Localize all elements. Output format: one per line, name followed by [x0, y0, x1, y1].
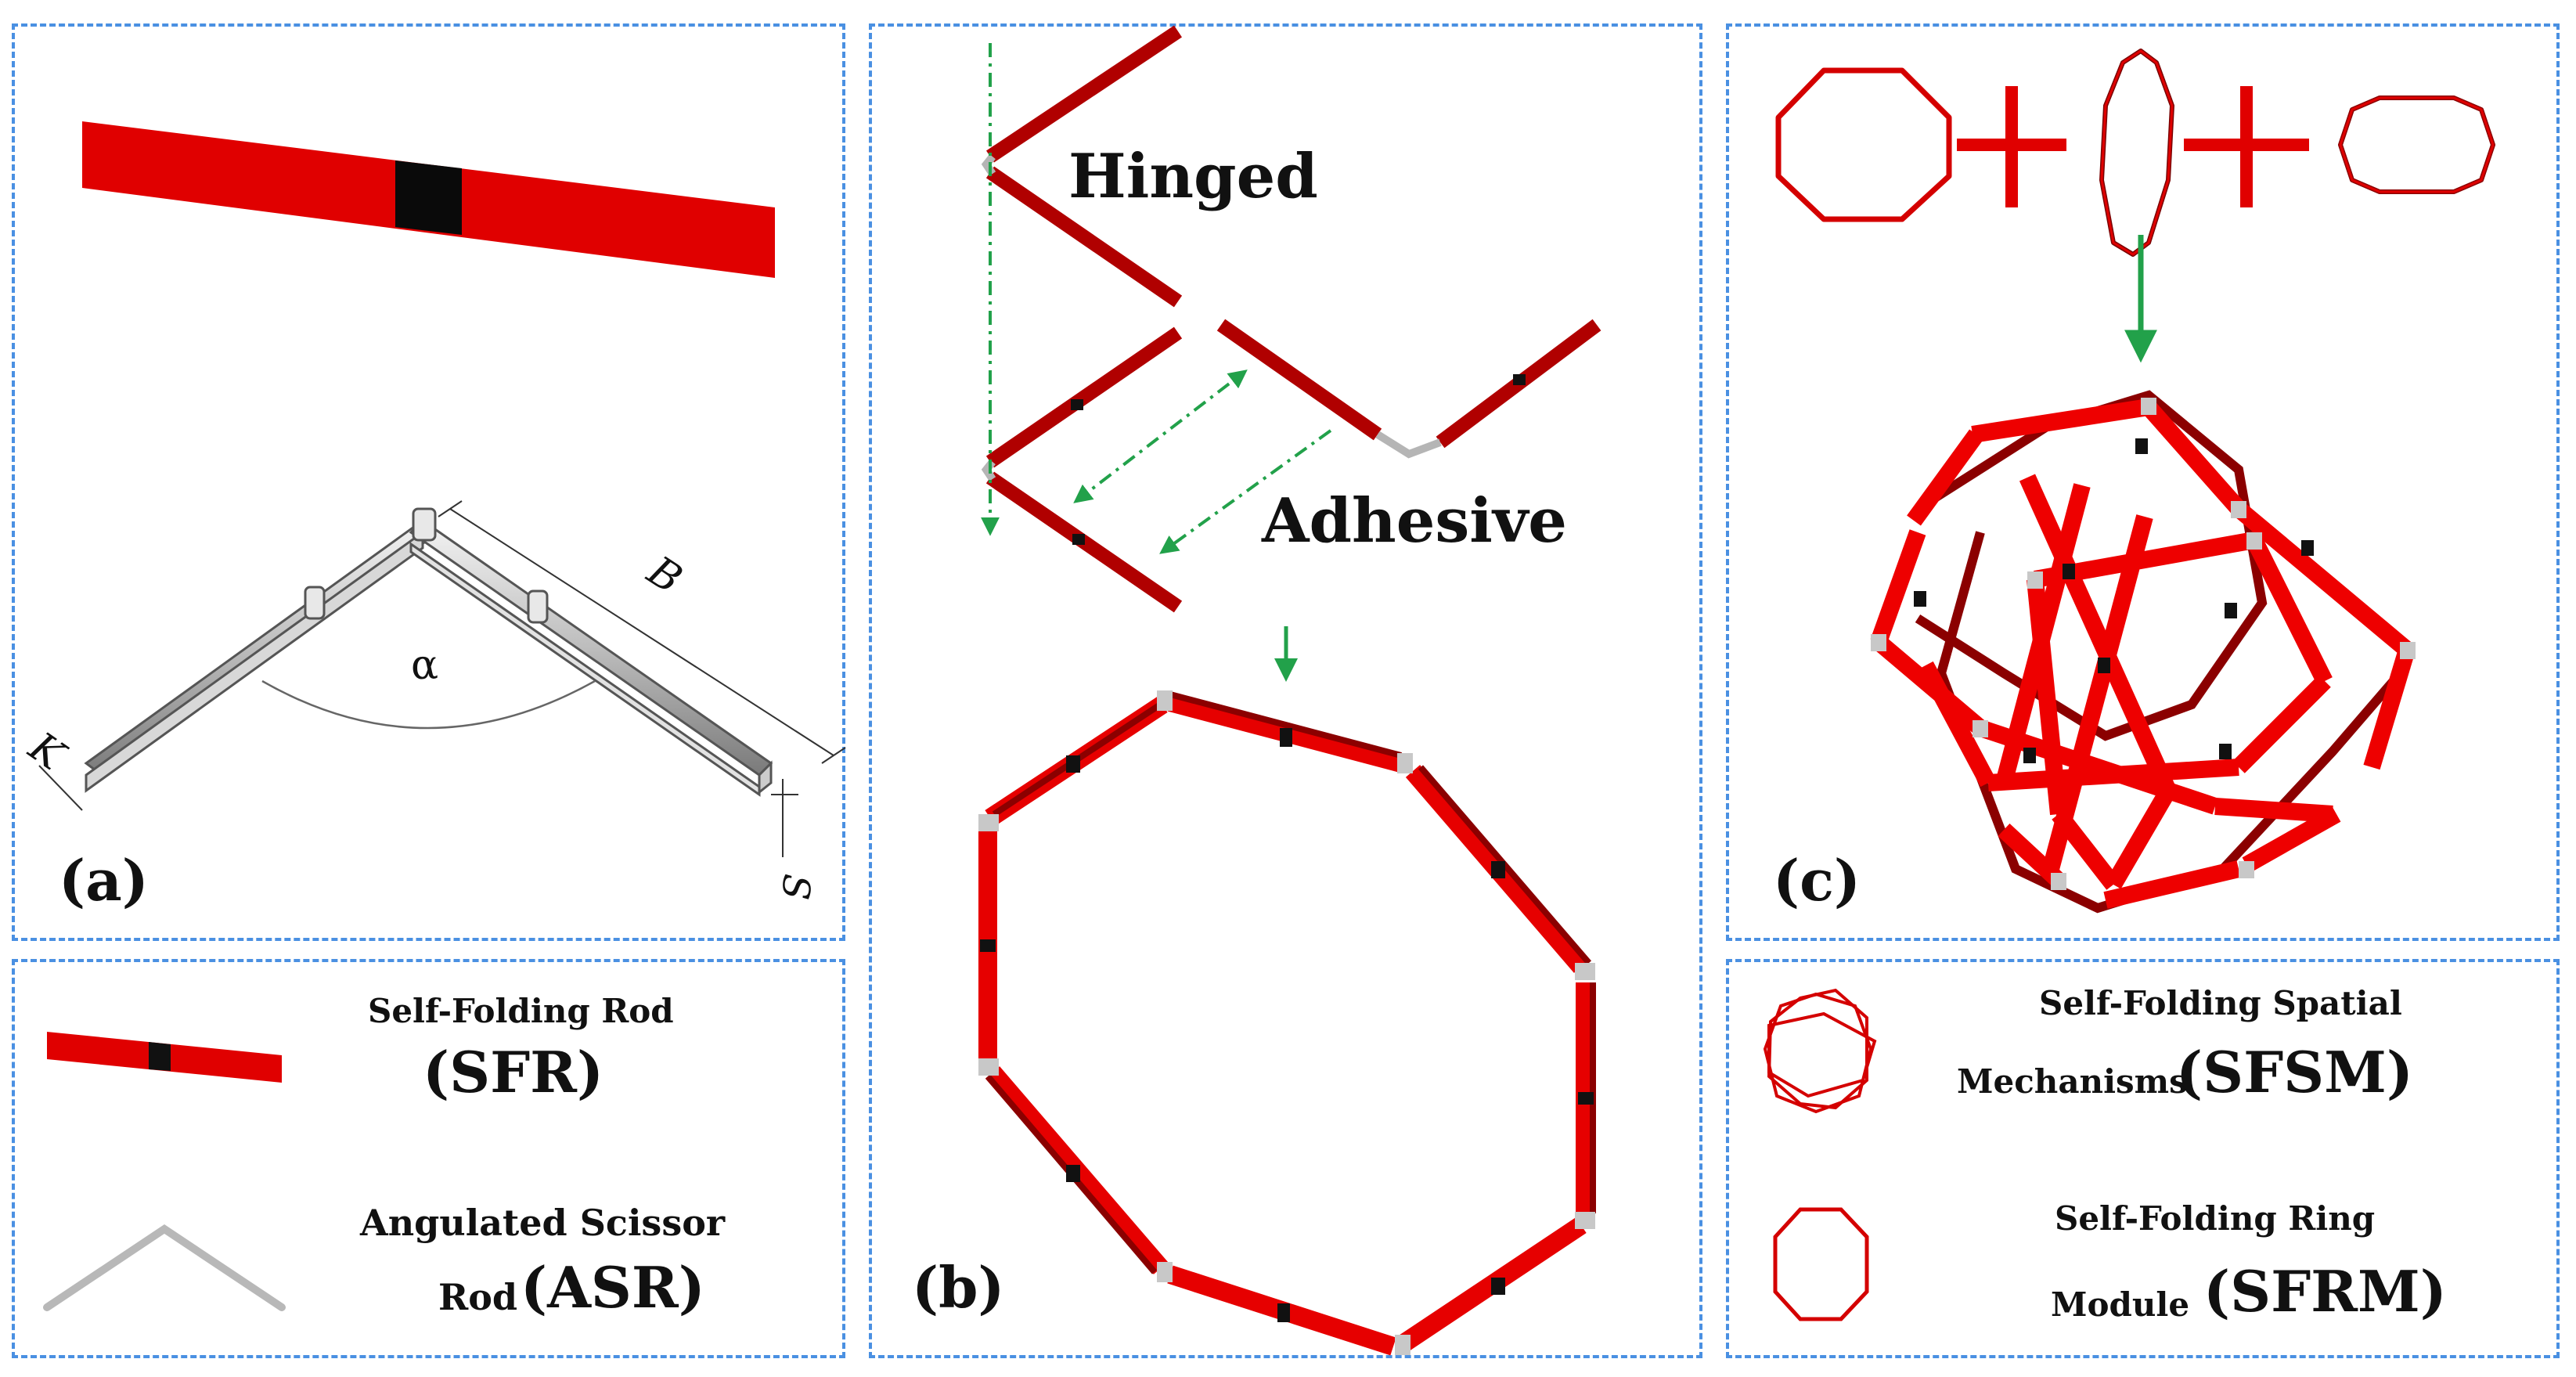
octagon-ring: [978, 690, 1596, 1356]
c-top-row: [1775, 49, 2495, 257]
sfsm-assembly: [1870, 390, 2416, 914]
asr-legend-line2: Rod: [438, 1276, 518, 1318]
sfr-icon: [47, 1032, 282, 1083]
panel-c-tag: (c): [1773, 847, 1861, 914]
sfrm-legend-abbr: (SFRM): [2203, 1258, 2447, 1325]
asr-legend-abbr: (ASR): [521, 1254, 705, 1321]
adhesive-chain: [981, 319, 1601, 613]
sfrm-legend-line2: Module: [2051, 1285, 2190, 1324]
sfr-legend-abbr: (SFR): [423, 1039, 604, 1105]
sfsm-legend-line1: Self-Folding Spatial: [2039, 984, 2402, 1022]
asr-drawing: [38, 500, 846, 857]
sfrm-icon: [1773, 1207, 1869, 1321]
panel-legend-left: [12, 959, 845, 1358]
sfsm-icon: [1763, 988, 1877, 1114]
s-dim-label: S: [773, 872, 819, 902]
asr-legend-line1: Angulated Scissor: [360, 1202, 726, 1244]
hinged-label: Hinged: [1068, 141, 1318, 212]
sfsm-legend-line2: Mechanisms: [1957, 1062, 2188, 1101]
sfsm-legend-abbr: (SFSM): [2176, 1039, 2413, 1105]
b-arrows: [981, 43, 1332, 554]
sfrm-legend-line1: Self-Folding Ring: [2055, 1199, 2376, 1238]
alpha-label: α: [411, 642, 439, 689]
panel-a-tag: (a): [59, 847, 149, 914]
sfr-rod-large: [82, 121, 775, 278]
sfr-legend-title: Self-Folding Rod: [368, 992, 674, 1030]
adhesive-label: Adhesive: [1262, 485, 1567, 557]
panel-b: [869, 23, 1702, 1358]
panel-b-tag: (b): [912, 1254, 1005, 1321]
asr-icon: [43, 1224, 286, 1311]
